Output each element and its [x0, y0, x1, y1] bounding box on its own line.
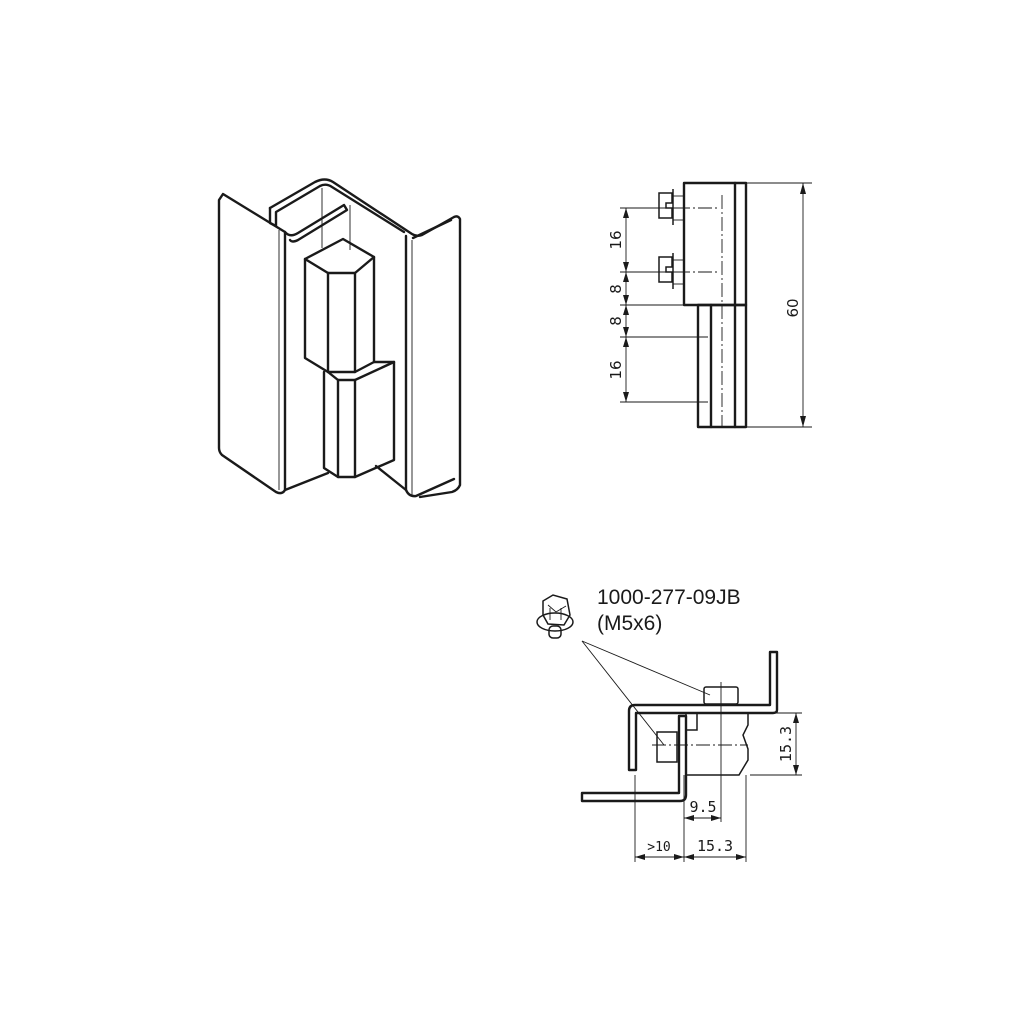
- dim-min-clearance: >10: [647, 840, 670, 855]
- part-number-label: 1000-277-09JB: [597, 586, 741, 609]
- screw-spec-label: (M5x6): [597, 612, 662, 635]
- dim-offset-lower: 8: [607, 316, 625, 326]
- screw-icon: [658, 253, 684, 289]
- isometric-view: [217, 178, 462, 499]
- dim-width: 15.3: [697, 837, 733, 855]
- upper-leaf: [682, 181, 748, 307]
- dim-pitch-upper: 16: [607, 230, 625, 249]
- top-view: 1000-277-09JB (M5x6) 15.3 9.5: [536, 586, 802, 862]
- side-view: 16 8 8 16 60: [607, 181, 812, 429]
- screw-icon: [536, 594, 574, 639]
- dim-overall-height: 60: [784, 298, 802, 317]
- dim-height: 15.3: [777, 726, 795, 762]
- dim-offset-upper: 8: [607, 284, 625, 294]
- dim-pitch-lower: 16: [607, 360, 625, 379]
- dim-pin-offset: 9.5: [689, 798, 716, 816]
- screw-icon: [658, 189, 684, 225]
